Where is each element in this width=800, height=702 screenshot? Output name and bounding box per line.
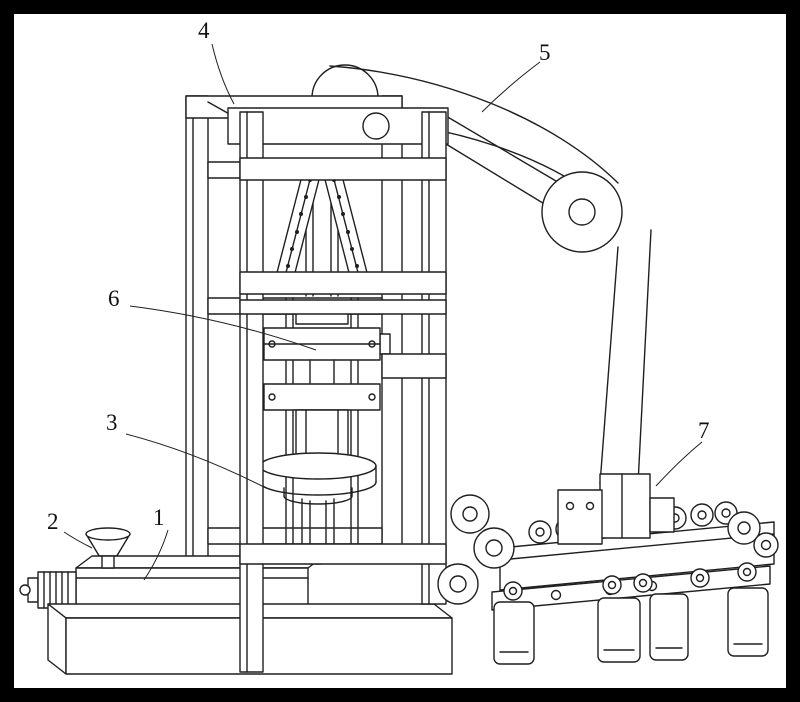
reference-label-5: 5 <box>539 40 551 65</box>
pulley-hub <box>568 198 596 226</box>
leader-2 <box>63 531 93 549</box>
reference-label-4: 4 <box>198 18 210 43</box>
motor-shaft <box>19 584 31 596</box>
leader-lines <box>63 43 703 581</box>
hopper <box>85 527 131 569</box>
reference-label-6: 6 <box>108 286 120 311</box>
roller-conveyor <box>437 473 779 665</box>
conveyor-bracket <box>557 473 675 545</box>
reference-label-1: 1 <box>153 505 165 530</box>
leader-6 <box>129 305 317 351</box>
leader-7 <box>655 441 703 487</box>
leader-4 <box>211 43 235 105</box>
conveyor-legs <box>493 587 769 665</box>
leader-3 <box>125 433 267 489</box>
reference-label-2: 2 <box>47 509 59 534</box>
leader-1 <box>143 529 169 581</box>
frame-front <box>227 107 449 673</box>
top-plate <box>227 107 449 145</box>
leader-5 <box>481 61 541 113</box>
conveyor-rail <box>499 521 775 591</box>
reference-label-7: 7 <box>698 418 710 443</box>
reference-label-3: 3 <box>106 410 118 435</box>
slide-assembly <box>253 311 391 411</box>
top-plate-hole <box>362 112 390 140</box>
platform-assembly <box>259 409 377 565</box>
